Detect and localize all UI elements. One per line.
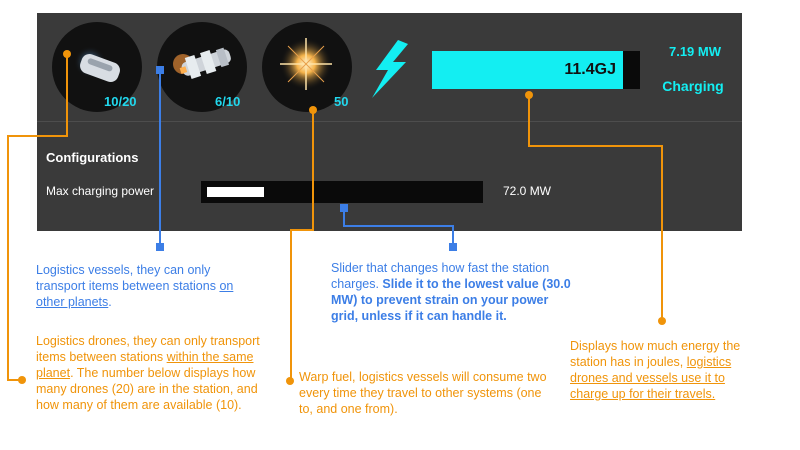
fuel-annotation-text: Warp fuel, logistics vessels will consum… <box>299 370 547 416</box>
connector-line <box>290 229 314 231</box>
annotation-marker <box>658 317 666 325</box>
connector-line <box>661 145 663 321</box>
energy-annotation: Displays how much energy the station has… <box>570 338 760 402</box>
lightning-bolt-icon <box>372 40 408 98</box>
configurations-title: Configurations <box>46 150 139 165</box>
vessel-count: 6/10 <box>215 94 241 109</box>
vessels-annotation-end: . <box>108 295 112 309</box>
slider-fill <box>207 187 264 197</box>
annotation-marker <box>156 243 164 251</box>
drone-icon <box>74 46 120 82</box>
annotation-marker <box>340 204 348 212</box>
connector-line <box>7 135 9 380</box>
energy-stored-text: 11.4GJ <box>564 61 616 78</box>
connector-line <box>343 208 345 226</box>
vessels-annotation: Logistics vessels, they can only transpo… <box>36 262 246 310</box>
annotation-marker <box>286 377 294 385</box>
drones-annotation-text-end: . The number below displays how many dro… <box>36 366 258 412</box>
connector-line <box>452 225 454 247</box>
annotation-marker <box>525 91 533 99</box>
vessels-annotation-text: Logistics vessels, they can only transpo… <box>36 263 220 293</box>
annotation-marker <box>156 66 164 74</box>
warp-fuel-count: 50 <box>334 94 349 109</box>
warp-fuel-slot[interactable]: 50 <box>262 22 352 112</box>
charge-power-value: 7.19 MW <box>668 44 721 59</box>
slider-annotation-bold: Slide it to the lowest value (30.0 MW) t… <box>331 277 571 323</box>
drones-annotation-text: Logistics drones, they can only transpor… <box>36 334 260 364</box>
slider-annotation-text: Slider that changes how fast the station… <box>331 261 550 291</box>
panel-divider <box>37 121 742 122</box>
connector-line <box>290 229 292 381</box>
connector-line <box>7 135 68 137</box>
connector-line <box>66 54 68 136</box>
charging-status: Charging <box>662 78 724 94</box>
slider-annotation: Slider that changes how fast the station… <box>331 260 571 324</box>
connector-line <box>528 145 662 147</box>
connector-line <box>528 95 530 145</box>
connector-line <box>343 225 454 227</box>
warper-icon <box>280 38 332 90</box>
annotation-marker <box>63 50 71 58</box>
vessel-slot[interactable]: 6/10 <box>157 22 247 112</box>
max-charging-power-label: Max charging power <box>46 184 155 198</box>
max-charging-power-value: 72.0 MW <box>503 184 552 198</box>
energy-bar-fill <box>432 51 624 89</box>
drone-count: 10/20 <box>104 94 137 109</box>
drones-annotation-link: within the same planet <box>36 350 254 380</box>
connector-line <box>312 110 314 230</box>
annotation-marker <box>18 376 26 384</box>
connector-line <box>7 379 21 381</box>
vessel-icon <box>173 47 231 79</box>
connector-line <box>159 70 161 248</box>
annotation-marker <box>449 243 457 251</box>
energy-annotation-link: logistics drones and vessels use it to c… <box>570 355 732 401</box>
vessels-annotation-link: on other planets <box>36 279 234 309</box>
energy-annotation-text: Displays how much energy the station has… <box>570 339 741 369</box>
energy-bar: 11.4GJ <box>432 51 640 89</box>
annotation-marker <box>309 106 317 114</box>
drones-annotation: Logistics drones, they can only transpor… <box>36 333 276 413</box>
fuel-annotation: Warp fuel, logistics vessels will consum… <box>299 369 549 417</box>
max-charging-power-slider[interactable] <box>201 181 483 203</box>
